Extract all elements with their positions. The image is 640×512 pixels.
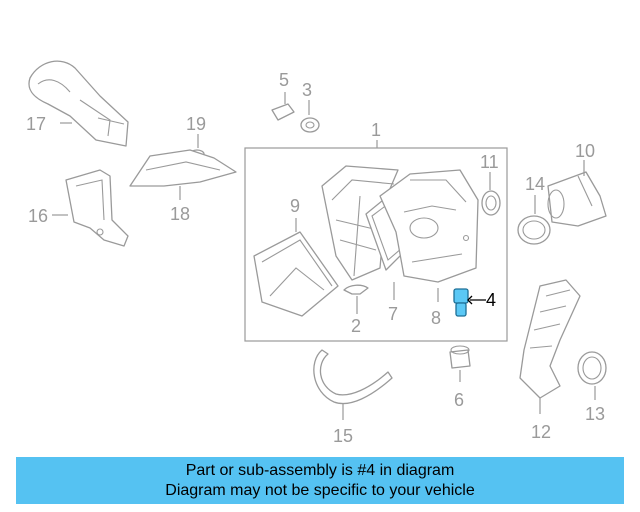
part-14-clamp [517, 215, 551, 245]
part-17-intake-duct [28, 60, 129, 147]
callout-10: 10 [575, 141, 595, 161]
callout-19: 19 [186, 114, 206, 134]
info-banner: Part or sub-assembly is #4 in diagram Di… [16, 457, 624, 504]
part-9-filter-element [253, 231, 339, 317]
callout-1: 1 [371, 120, 381, 140]
part-13-clamp [577, 351, 607, 385]
part-5-pin [271, 103, 295, 121]
banner-line-2: Diagram may not be specific to your vehi… [165, 481, 475, 499]
callout-4: 4 [486, 290, 496, 310]
callout-7: 7 [388, 304, 398, 324]
callout-15: 15 [333, 426, 353, 446]
callout-17: 17 [26, 114, 46, 134]
part-8-upper-housing [379, 169, 479, 283]
callout-18: 18 [170, 204, 190, 224]
callout-16: 16 [28, 206, 48, 226]
banner-line-1: Part or sub-assembly is #4 in diagram [185, 461, 455, 479]
parts-diagram: 17 16 5 3 19 18 1 9 [26, 60, 607, 446]
callout-6: 6 [454, 390, 464, 410]
part-15-strap [313, 349, 393, 405]
callout-9: 9 [290, 196, 300, 216]
part-10-airflow-sensor [547, 171, 607, 227]
callout-11: 11 [480, 152, 499, 172]
part-2-clip [343, 284, 369, 295]
callout-2: 2 [351, 316, 361, 336]
callout-14: 14 [525, 174, 545, 194]
assembly-frame [244, 147, 508, 342]
part-11-seal-ring [481, 190, 501, 216]
part-6-mount [449, 345, 471, 369]
part-4-bolt [453, 288, 469, 317]
callout-8: 8 [431, 308, 441, 328]
part-18-plate [129, 149, 237, 187]
part-3-grommet [300, 117, 320, 133]
part-12-intake-hose [519, 279, 581, 399]
callout-12: 12 [531, 422, 551, 442]
callout-3: 3 [302, 80, 312, 100]
part-16-bracket [65, 169, 129, 247]
callout-13: 13 [585, 404, 605, 424]
callout-5: 5 [279, 70, 289, 90]
